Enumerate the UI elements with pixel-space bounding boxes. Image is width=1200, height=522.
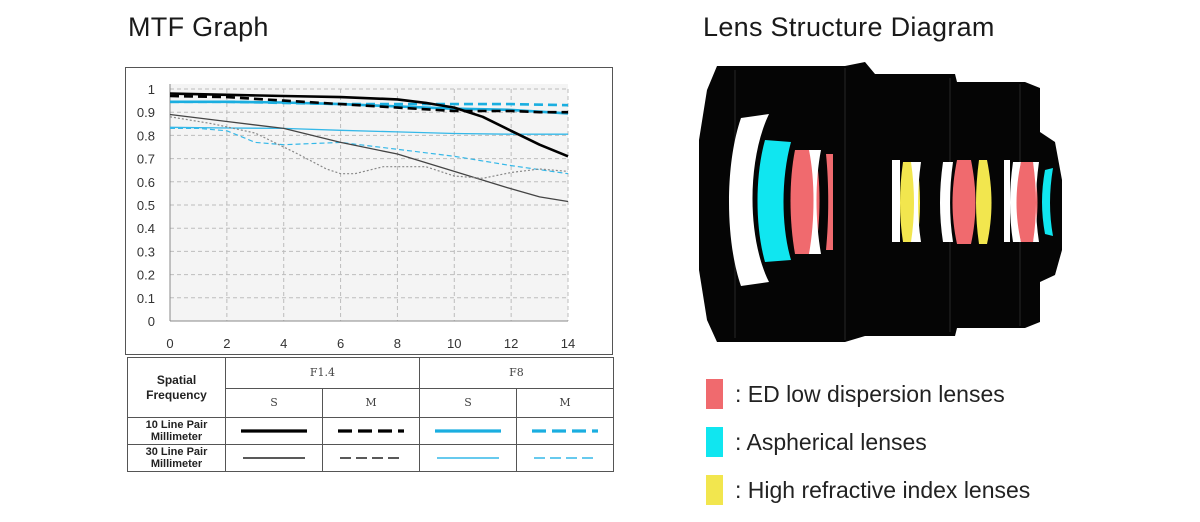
chart-frame: [125, 67, 613, 355]
series-F8-S-30lp: [169, 126, 568, 135]
row-label-30lp-text: 30 Line Pair Millimeter: [145, 446, 208, 470]
x-tick-label: 12: [504, 336, 518, 351]
legend-swatch-f8-m-30: [534, 457, 596, 459]
spatial-frequency-header: Spatial Frequency: [127, 357, 226, 418]
legend-swatch-f8-m-10: [532, 429, 598, 433]
element-white-5: [940, 162, 953, 242]
direction-header-f8-s: S: [419, 387, 517, 418]
ed-lens-3: [952, 160, 976, 244]
legend-cell-f14-m-10: [322, 417, 420, 445]
high-index-lens-swatch: [706, 475, 723, 505]
x-tick-label: 4: [280, 336, 287, 351]
front-element: [729, 114, 769, 286]
lens-structure-title: Lens Structure Diagram: [703, 12, 995, 42]
legend-cell-f8-m-10: [516, 417, 614, 445]
legend-cell-f14-m-30: [322, 444, 420, 472]
legend-swatch-f14-m-30: [340, 457, 402, 459]
legend-aspherical-lens: : Aspherical lenses: [706, 427, 927, 457]
mtf-legend-table: Spatial Frequency F1.4 F8 S M S M 10 Lin…: [127, 357, 614, 472]
grid-lines: [169, 84, 569, 322]
high-index-lens-2: [976, 160, 992, 244]
ed-lens-1: [790, 150, 820, 254]
y-tick-label: 0.1: [137, 291, 155, 306]
series-F8-M-10lp: [170, 100, 569, 107]
y-tick-label: 0.8: [137, 128, 155, 143]
direction-header-f8-m: M: [516, 387, 614, 418]
legend-swatch-f14-m-10: [338, 429, 404, 433]
ed-lens-2: [826, 154, 833, 250]
legend-swatch-f8-s-10: [435, 429, 501, 433]
series-F14-S-10lp: [169, 92, 569, 158]
x-tick-label: 10: [447, 336, 461, 351]
y-tick-label: 0.3: [137, 244, 155, 259]
legend-cell-f8-m-30: [516, 444, 614, 472]
legend-high-index-lens: : High refractive index lenses: [706, 475, 1030, 505]
y-tick-label: 0: [148, 314, 155, 329]
mtf-graph-title: MTF Graph: [128, 12, 269, 42]
element-white-2: [809, 150, 821, 254]
y-tick-label: 1: [148, 82, 155, 97]
direction-header-f14-m: M: [322, 387, 420, 418]
legend-cell-f14-s-10: [225, 417, 323, 445]
ed-lens-4: [1016, 162, 1038, 242]
high-index-lens-label: : High refractive index lenses: [735, 476, 1031, 503]
y-tick-label: 0.5: [137, 198, 155, 213]
y-tick-label: 0.4: [137, 221, 155, 236]
x-tick-label: 2: [223, 336, 230, 351]
row-label-30lp: 30 Line Pair Millimeter: [127, 444, 226, 472]
element-white-4: [911, 162, 921, 242]
series-F14-M-10lp: [169, 94, 568, 114]
element-white-8: [1033, 162, 1039, 242]
aspherical-lens-1: [757, 140, 791, 262]
series-F8-M-30lp: [170, 127, 569, 175]
lens-structure-diagram: [699, 62, 1062, 342]
legend-swatch-f8-s-30: [437, 457, 499, 459]
aspherical-lens-swatch: [706, 427, 723, 457]
x-tick-label: 0: [166, 336, 173, 351]
legend-cell-f8-s-30: [419, 444, 517, 472]
y-tick-label: 0.6: [137, 175, 155, 190]
x-tick-label: 8: [394, 336, 401, 351]
legend-swatch-f14-s-30: [243, 457, 305, 459]
element-white-6: [1004, 160, 1010, 242]
mtf-series: [169, 92, 569, 203]
legend-swatch-f14-s-10: [241, 429, 307, 433]
aperture-header-f14: F1.4: [225, 357, 420, 389]
direction-header-f14-s: S: [225, 387, 323, 418]
ed-lens-swatch: [706, 379, 723, 409]
legend-ed-lens: : ED low dispersion lenses: [706, 379, 1005, 409]
aspherical-lens-2: [1042, 168, 1053, 236]
element-white-3: [892, 160, 900, 242]
row-label-10lp-text: 10 Line Pair Millimeter: [145, 419, 208, 443]
legend-cell-f14-s-30: [225, 444, 323, 472]
lens-barrel: [699, 62, 1062, 342]
aperture-header-f8: F8: [419, 357, 614, 389]
x-tick-label: 6: [337, 336, 344, 351]
aspherical-lens-label: : Aspherical lenses: [735, 428, 927, 455]
y-tick-label: 0.9: [137, 105, 155, 120]
x-tick-label: 14: [561, 336, 575, 351]
y-tick-label: 0.2: [137, 268, 155, 283]
series-F14-S-30lp: [169, 113, 569, 203]
y-tick-label: 0.7: [137, 152, 155, 167]
row-label-10lp: 10 Line Pair Millimeter: [127, 417, 226, 445]
ed-lens-label: : ED low dispersion lenses: [735, 380, 1005, 407]
legend-cell-f8-s-10: [419, 417, 517, 445]
plot-background: [170, 84, 568, 321]
spatial-frequency-label: Spatial Frequency: [146, 372, 207, 402]
